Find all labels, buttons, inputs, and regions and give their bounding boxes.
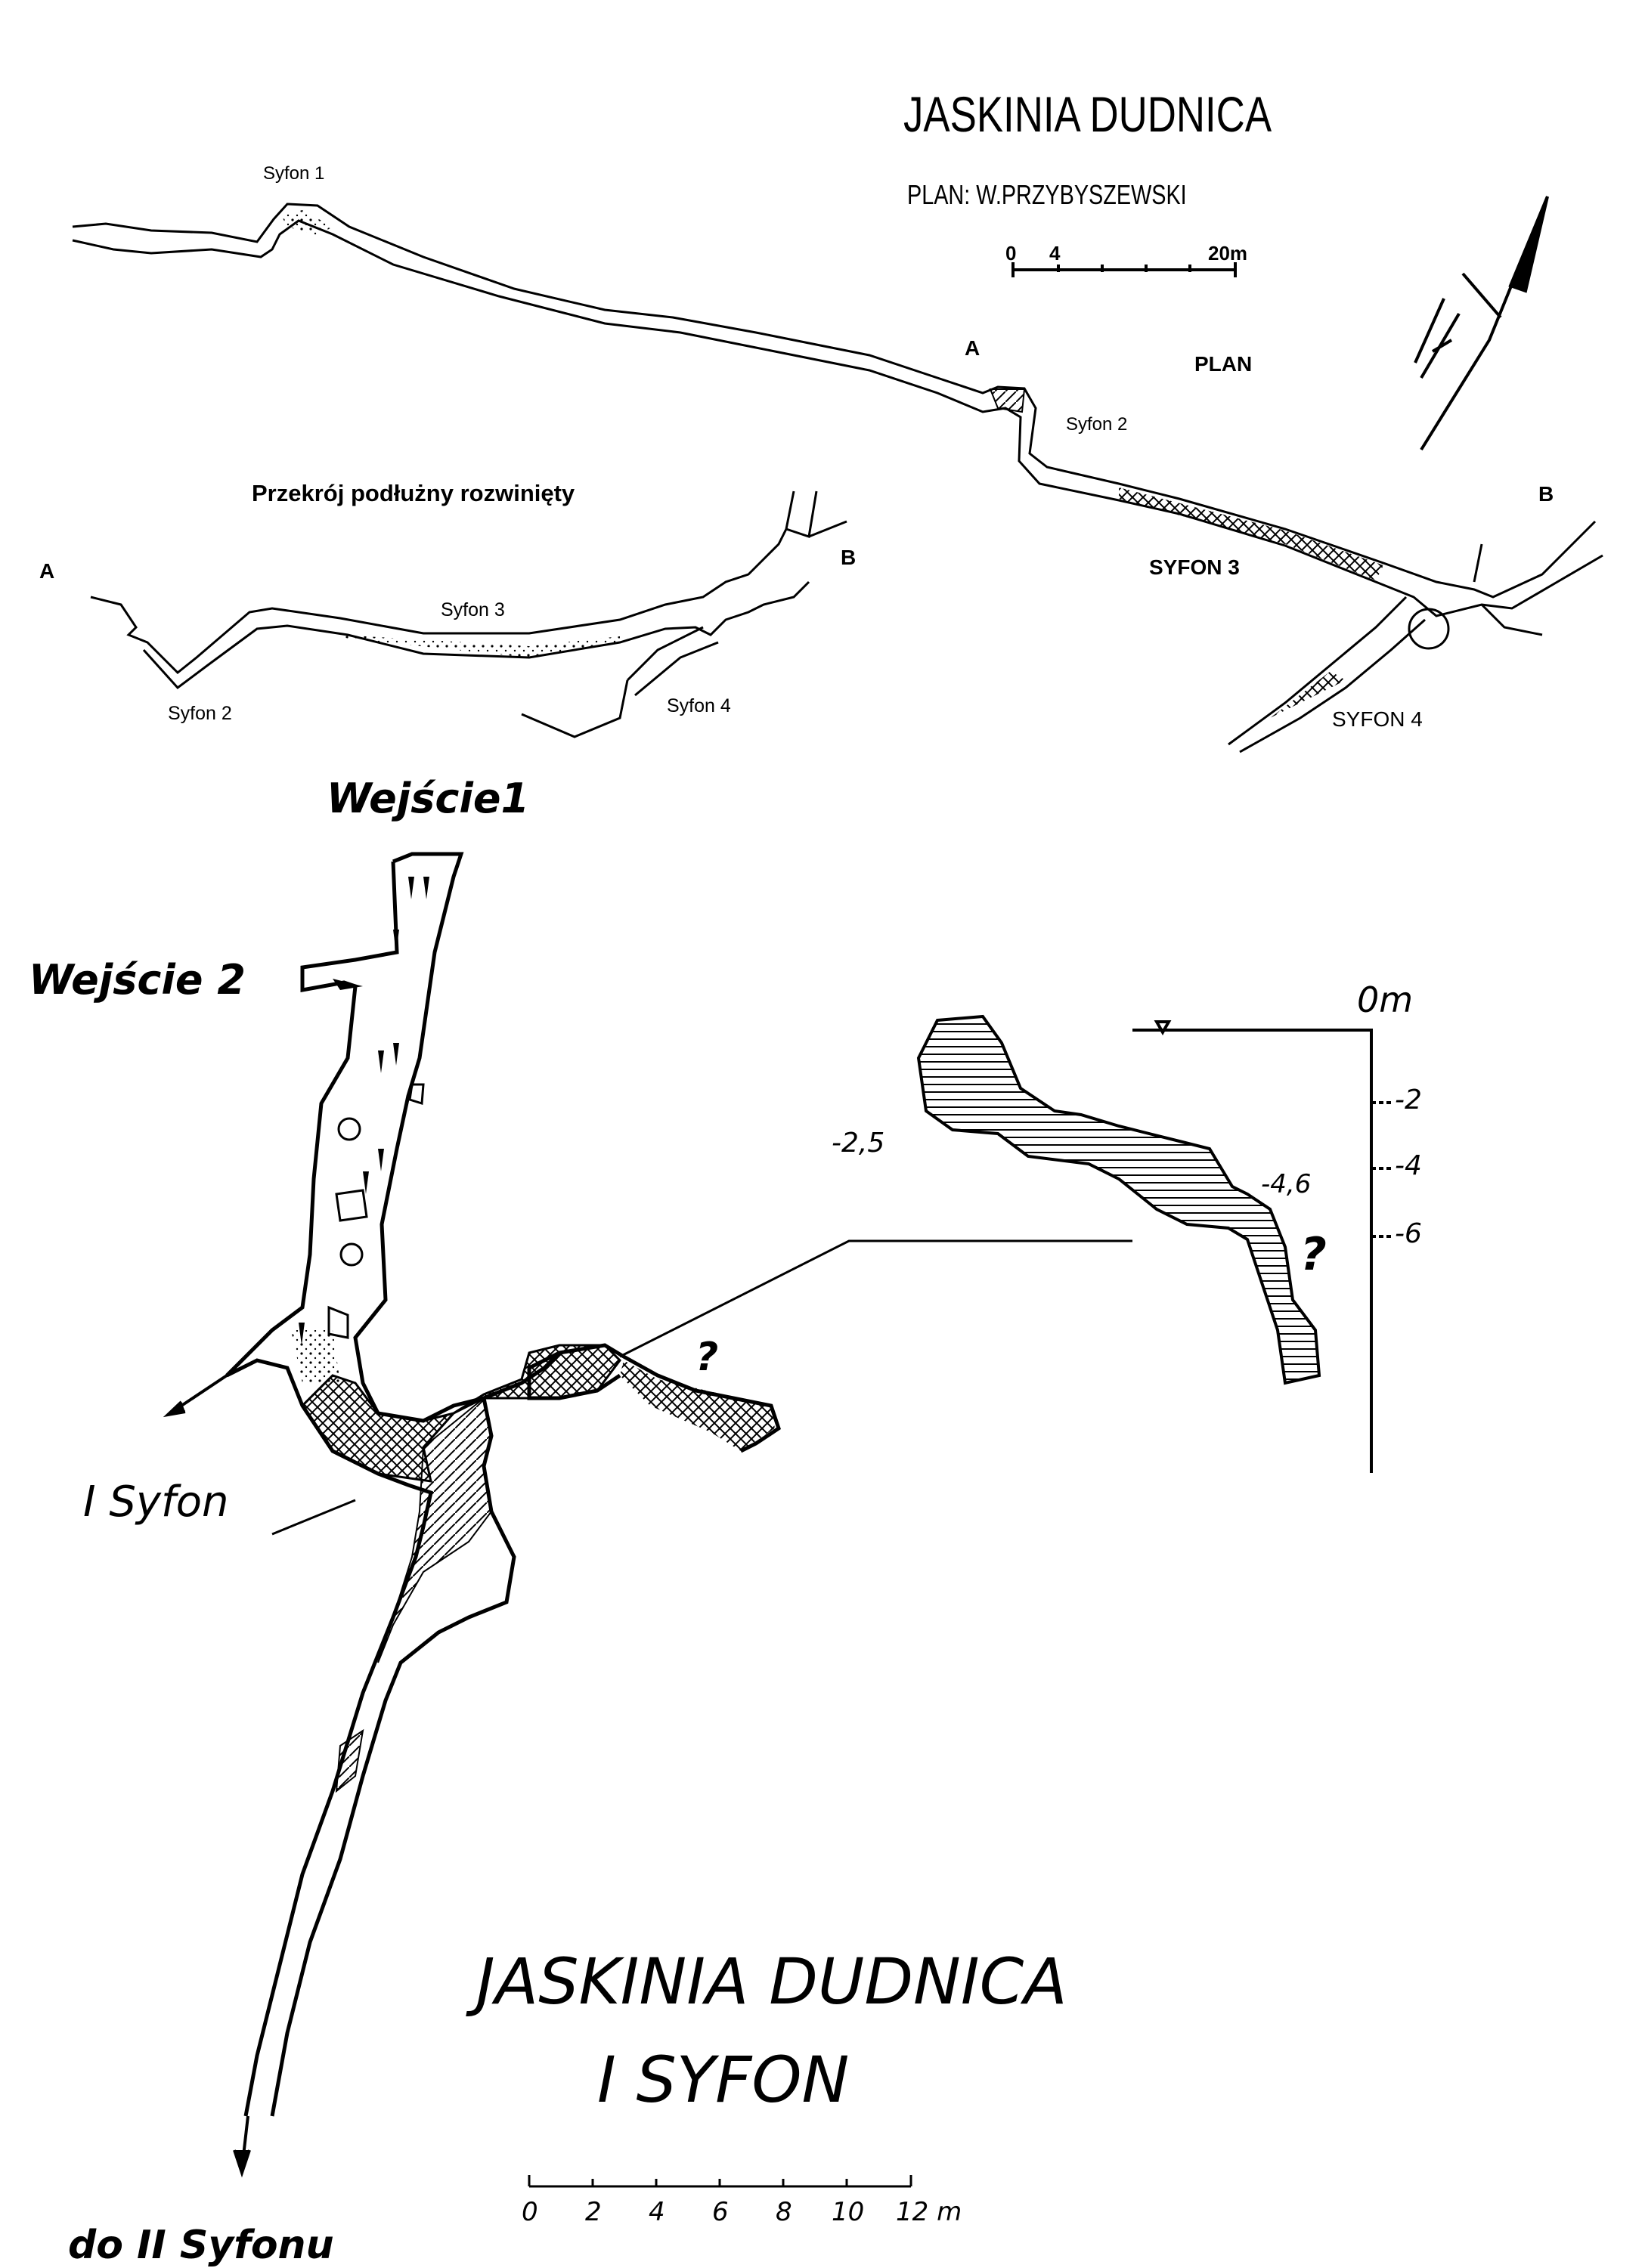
syfon1-label: I Syfon bbox=[83, 1477, 229, 1527]
detail-title-line2: I SYFON bbox=[597, 2043, 850, 2117]
depth-profile bbox=[916, 1014, 1391, 1473]
profile-depth-left: -2,5 bbox=[832, 1128, 885, 1159]
unknown-continuation-mark: ? bbox=[695, 1335, 719, 1380]
plan-point-a: A bbox=[965, 336, 980, 360]
plan-label: PLAN bbox=[1194, 352, 1253, 376]
profile-depth-right: -4,6 bbox=[1261, 1169, 1312, 1199]
profile-zero-label: 0m bbox=[1357, 979, 1414, 1020]
profile-unknown-mark: ? bbox=[1300, 1228, 1327, 1281]
scale-label-0: 0 bbox=[522, 2197, 538, 2227]
plan-siphon-fill bbox=[1119, 487, 1383, 580]
detail-title-line1: JASKINIA DUDNICA bbox=[476, 1945, 1067, 2019]
scale-label-6: 6 bbox=[712, 2197, 729, 2227]
section-syfon4-label: Syfon 4 bbox=[667, 695, 731, 716]
plan-syfon2-label: Syfon 2 bbox=[1066, 414, 1128, 435]
detail-cave-outline bbox=[225, 852, 781, 2117]
section-point-b: B bbox=[841, 546, 857, 569]
scale-label-10: 10 bbox=[832, 2197, 865, 2227]
section-syfon3-label: Syfon 3 bbox=[441, 599, 505, 620]
profile-depth-2: -2 bbox=[1395, 1084, 1422, 1115]
plan-syfon1-label: Syfon 1 bbox=[263, 163, 325, 184]
detail-hatched-water bbox=[377, 1397, 493, 1663]
detail-scale-bar bbox=[528, 2175, 912, 2188]
section-title: Przekrój podłużny rozwinięty bbox=[252, 480, 575, 506]
plan-scale-0: 0 bbox=[1005, 242, 1017, 265]
profile-depth-4: -4 bbox=[1395, 1150, 1422, 1181]
entrance1-label: Wejście1 bbox=[327, 775, 530, 822]
plan-cave-outline bbox=[72, 203, 1603, 753]
plan-scale-bar bbox=[1011, 262, 1237, 277]
plan-scale-20: 20m bbox=[1208, 242, 1248, 265]
north-arrow-icon bbox=[1414, 196, 1549, 451]
profile-leader-line bbox=[619, 1239, 1132, 1358]
plan-author: PLAN: W.PRZYBYSZEWSKI bbox=[907, 179, 1187, 210]
flow-arrows bbox=[163, 1374, 251, 2178]
boulder-icons bbox=[327, 1083, 425, 1339]
to-next-siphon-label: do II Syfonu bbox=[68, 2223, 334, 2268]
plan-syfon4-label: SYFON 4 bbox=[1332, 707, 1423, 731]
scale-label-4: 4 bbox=[649, 2197, 665, 2227]
profile-depth-6: -6 bbox=[1395, 1218, 1422, 1249]
plan-siphon1-fill bbox=[281, 210, 333, 236]
plan-syfon3-label: SYFON 3 bbox=[1149, 555, 1240, 579]
flowstone-marks bbox=[299, 877, 429, 1345]
plan-title: JASKINIA DUDNICA bbox=[903, 86, 1272, 142]
syfon-leader-line bbox=[271, 1499, 356, 1536]
section-syfon2-label: Syfon 2 bbox=[168, 703, 232, 724]
scale-label-2: 2 bbox=[585, 2197, 602, 2227]
section-point-a: A bbox=[39, 559, 55, 583]
plan-scale-4: 4 bbox=[1049, 242, 1061, 265]
entrance2-label: Wejście 2 bbox=[29, 956, 246, 1004]
scale-label-12: 12 m bbox=[896, 2197, 962, 2227]
scale-label-8: 8 bbox=[776, 2197, 792, 2227]
plan-point-b: B bbox=[1538, 482, 1554, 506]
